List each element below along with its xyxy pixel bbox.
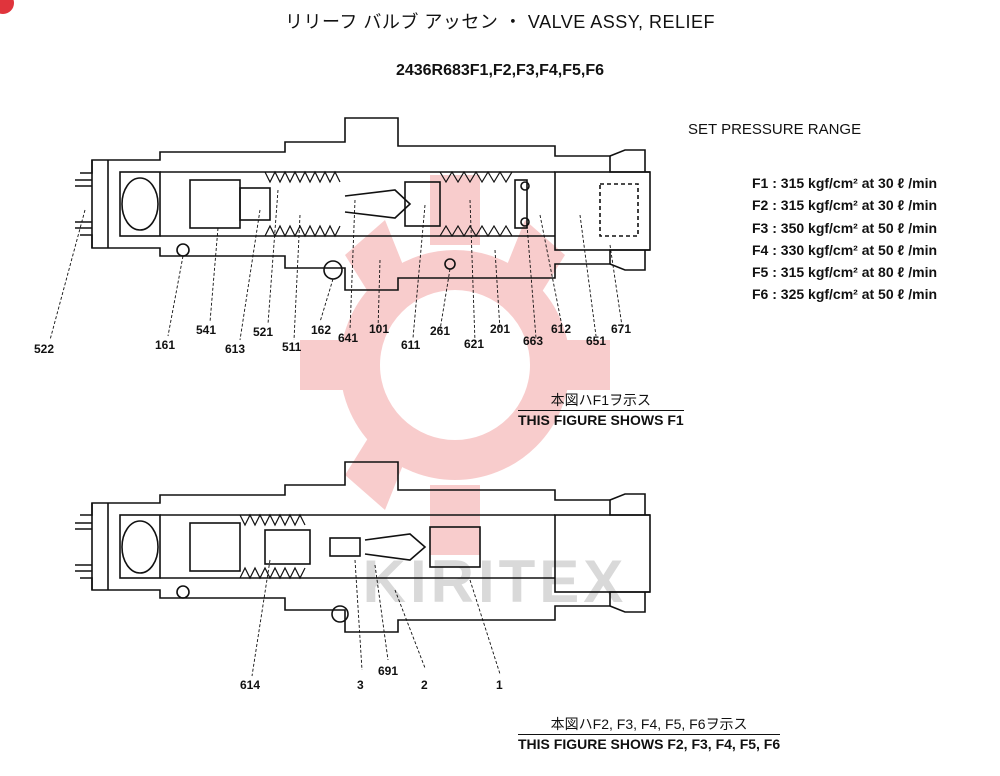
- label-521: 521: [253, 325, 274, 339]
- label-612: 612: [551, 322, 572, 336]
- set-pressure-heading: SET PRESSURE RANGE: [688, 121, 862, 138]
- label-663: 663: [523, 334, 544, 348]
- pressure-row-f4: F4 : 330 kgf/cm² at 50 ℓ /min: [752, 241, 938, 258]
- label-611: 611: [401, 338, 421, 352]
- watermark-logo: [300, 175, 610, 555]
- label-511: 511: [282, 340, 302, 354]
- pressure-row-f3: F3 : 350 kgf/cm² at 50 ℓ /min: [752, 219, 938, 236]
- caption-f1-en: THIS FIGURE SHOWS F1: [518, 410, 684, 428]
- pressure-row-f2: F2 : 315 kgf/cm² at 30 ℓ /min: [752, 197, 938, 214]
- part-number: 2436R683F1,F2,F3,F4,F5,F6: [395, 62, 605, 79]
- label-621: 621: [464, 337, 485, 351]
- caption-f2-f6: 本図ハF2, F3, F4, F5, F6ヲ示ス THIS FIGURE SHO…: [518, 714, 781, 752]
- label-641: 641: [338, 331, 359, 345]
- label-161: 161: [155, 338, 176, 352]
- label-613: 613: [225, 342, 246, 356]
- label-101: 101: [369, 322, 390, 336]
- label-3: 3: [357, 678, 364, 692]
- caption-f1: 本図ハF1ヲ示ス THIS FIGURE SHOWS F1: [518, 390, 684, 428]
- pressure-row-f6: F6 : 325 kgf/cm² at 50 ℓ /min: [752, 286, 938, 303]
- pressure-row-f1: F1 : 315 kgf/cm² at 30 ℓ /min: [752, 175, 938, 191]
- valve-drawing-f1: [75, 117, 651, 291]
- label-651: 651: [586, 334, 607, 348]
- label-671: 671: [611, 322, 632, 336]
- label-261: 261: [430, 324, 451, 338]
- caption-f2-f6-jp: 本図ハF2, F3, F4, F5, F6ヲ示ス: [550, 716, 748, 732]
- page-badge: [0, 0, 14, 14]
- label-541: 541: [196, 323, 217, 337]
- valve-drawing-f2-f6: [75, 461, 651, 633]
- label-691: 691: [378, 664, 399, 678]
- leader-lines-f1: [49, 189, 623, 343]
- leader-lines-f2-f6: [251, 559, 501, 677]
- label-614: 614: [240, 678, 261, 692]
- label-2: 2: [421, 678, 428, 692]
- page-title: リリーフ バルブ アッセン ・ VALVE ASSY, RELIEF: [284, 12, 715, 32]
- label-1: 1: [496, 678, 503, 692]
- caption-f2-f6-en: THIS FIGURE SHOWS F2, F3, F4, F5, F6: [518, 734, 781, 752]
- set-pressure-list: F1 : 315 kgf/cm² at 30 ℓ /min F2 : 315 k…: [752, 172, 937, 306]
- label-162: 162: [311, 323, 332, 337]
- caption-f1-jp: 本図ハF1ヲ示ス: [550, 392, 652, 408]
- label-201: 201: [490, 322, 511, 336]
- pressure-row-f5: F5 : 315 kgf/cm² at 80 ℓ /min: [752, 264, 938, 281]
- label-522: 522: [34, 342, 55, 356]
- watermark-text: KIRITEX: [363, 548, 628, 615]
